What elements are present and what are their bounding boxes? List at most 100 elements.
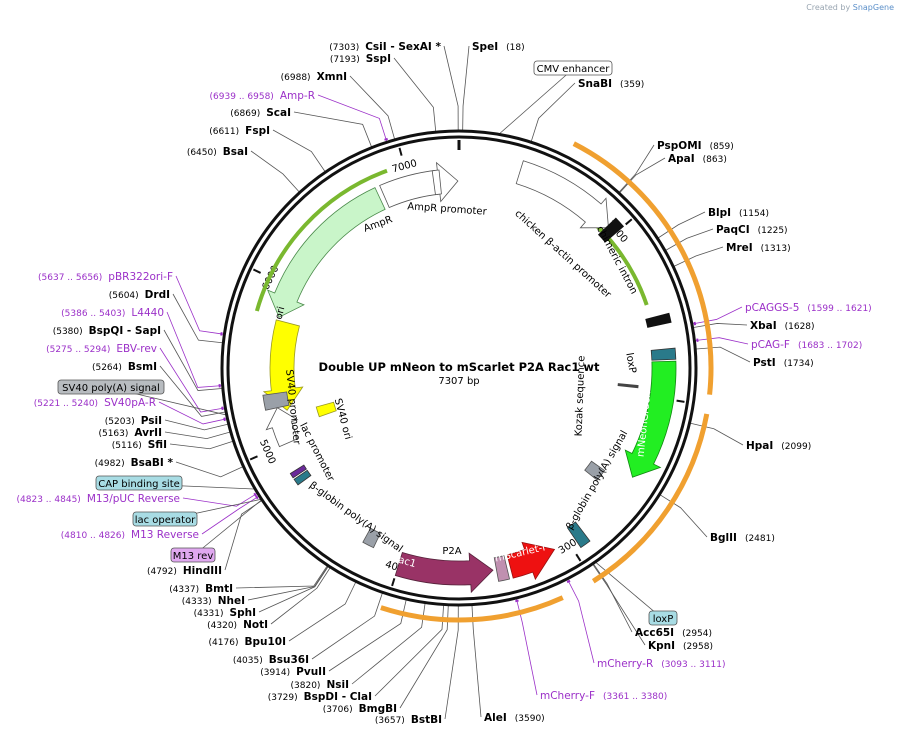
box-lac-operator xyxy=(132,511,198,527)
primer-position-mcherry-r: (3093 .. 3111) xyxy=(661,660,725,670)
enzyme-label-avrii: AvrII xyxy=(134,427,162,439)
enzyme-position-bmti: (4337) xyxy=(169,585,199,595)
p2a-block xyxy=(493,555,511,582)
enzyme-position-snabi: (359) xyxy=(620,80,644,90)
leader-paqci xyxy=(665,228,714,251)
box-label-sv40-poly-a-signal: SV40 poly(A) signal xyxy=(62,383,160,394)
leader-sfii xyxy=(169,440,233,450)
leader-mrei xyxy=(673,246,724,267)
tick-7000 xyxy=(398,147,403,156)
leader-ebv-rev xyxy=(159,347,225,413)
enzyme-label-psti: PstI xyxy=(753,357,776,369)
chimeric-intron-end xyxy=(645,312,672,328)
primer-label-l4440: L4440 xyxy=(131,307,164,319)
box-sv40-poly-a-signal xyxy=(57,379,165,395)
primer-mark-amp-r xyxy=(384,137,388,141)
kozak-mark xyxy=(617,383,639,389)
leader-mcherry-f xyxy=(516,598,538,696)
primer-label-pbr322ori-f: pBR322ori-F xyxy=(108,271,173,283)
feature-label-ampr-promoter-1: AmpR promoter xyxy=(407,201,488,218)
leader-m13-reverse xyxy=(201,495,259,535)
primer-label-amp-r: Amp-R xyxy=(280,90,315,102)
leader-box-cmv-enhancer xyxy=(499,68,574,134)
leader-bspqi-sapi xyxy=(163,329,222,391)
enzyme-position-hpai: (2099) xyxy=(781,442,811,452)
enzyme-label-bmgbi: BmgBI xyxy=(359,703,397,715)
enzyme-position-bspdi-clai: (3729) xyxy=(268,693,298,703)
primer-label-ebv-rev: EBV-rev xyxy=(116,343,157,355)
leader-nsii xyxy=(351,603,426,685)
enzyme-label-hpai: HpaI xyxy=(746,440,773,452)
site-labels: (18)SpeI(359)SnaBI(859)PspOMI(863)ApaI(1… xyxy=(17,41,872,726)
box-label-m13-rev: M13 rev xyxy=(173,551,214,562)
tick-4000 xyxy=(391,578,396,587)
enzyme-position-sfii: (5116) xyxy=(112,441,142,451)
enzyme-position-psii: (5203) xyxy=(105,417,135,427)
enzyme-label-bstbi: BstBI xyxy=(411,714,442,726)
enzyme-position-noti: (4320) xyxy=(207,621,237,631)
enzyme-position-bsai: (6450) xyxy=(187,148,217,158)
primer-label-m13-puc-reverse: M13/pUC Reverse xyxy=(87,493,180,505)
b-globin-polya-2 xyxy=(362,527,381,549)
primer-mark-mcherry-f xyxy=(515,599,519,603)
enzyme-position-bsabi: (4982) xyxy=(95,459,125,469)
leader-bsmi xyxy=(159,365,226,417)
leader-snabi xyxy=(530,82,576,142)
leader-sspi xyxy=(393,57,437,132)
enzyme-label-alei: AleI xyxy=(484,712,507,724)
enzyme-position-xbai: (1628) xyxy=(785,322,815,332)
enzyme-label-xbai: XbaI xyxy=(750,320,777,332)
enzyme-position-csii-sexai: (7303) xyxy=(329,43,359,53)
leader-bsai xyxy=(250,150,300,193)
leader-bmti xyxy=(235,565,328,589)
enzyme-label-bsmi: BsmI xyxy=(128,361,157,373)
enzyme-label-fspi: FspI xyxy=(245,125,270,137)
enzyme-label-blpi: BlpI xyxy=(708,207,731,219)
primer-position-pcag-f: (1683 .. 1702) xyxy=(798,341,862,351)
enzyme-position-bsmi: (5264) xyxy=(92,363,122,373)
enzyme-label-bsai: BsaI xyxy=(223,146,248,158)
feature-label-sv40-ori-14: SV40 ori xyxy=(332,397,354,441)
chimeric-intron-start xyxy=(597,217,625,243)
enzyme-position-nsii: (3820) xyxy=(291,681,321,691)
plasmid-name: Double UP mNeon to mScarlet P2A Rac1 wt xyxy=(319,360,600,374)
feature-label-globin-poly-a-signal-7: β-globin poly(A) signal xyxy=(565,429,631,532)
enzyme-position-xmni: (6988) xyxy=(281,73,311,83)
enzyme-position-acc65i: (2954) xyxy=(682,629,712,639)
primer-mark-m13-puc-reverse xyxy=(253,492,257,497)
leader-xbai xyxy=(693,323,748,328)
primer-position-sv40pa-r: (5221 .. 5240) xyxy=(34,399,98,409)
enzyme-position-fspi: (6611) xyxy=(209,127,239,137)
feature-label-kozak-sequence-5: Kozak sequence xyxy=(574,355,588,436)
plasmid-size: 7307 bp xyxy=(438,376,479,387)
primer-label-pcaggs-5: pCAGGS-5 xyxy=(745,302,799,314)
enzyme-label-bspdi-clai: BspDI - ClaI xyxy=(304,691,372,703)
enzyme-label-kpni: KpnI xyxy=(648,640,675,652)
leader-pbr322ori-f xyxy=(175,275,224,335)
leader-mcherry-r xyxy=(567,579,595,664)
primer-position-l4440: (5386 .. 5403) xyxy=(61,309,125,319)
enzyme-position-bmgbi: (3706) xyxy=(323,705,353,715)
enzyme-label-scai: ScaI xyxy=(266,107,291,119)
enzyme-label-sphi: SphI xyxy=(230,607,256,619)
box-cap-binding-site xyxy=(95,475,183,491)
b-globin-polya-1 xyxy=(584,460,606,481)
leader-alei xyxy=(471,605,482,718)
enzyme-position-apai: (863) xyxy=(703,155,727,165)
leader-scai xyxy=(293,111,372,147)
leader-m13-puc-reverse xyxy=(182,493,258,507)
leader-pspomi xyxy=(618,144,655,193)
box-label-loxp: loxP xyxy=(653,614,674,625)
enzyme-label-bspqi-sapi: BspQI - SapI xyxy=(89,325,161,337)
enzyme-label-xmni: XmnI xyxy=(317,71,347,83)
leader-bsu36i xyxy=(311,593,383,660)
enzyme-label-sfii: SfiI xyxy=(148,439,167,451)
primer-label-mcherry-f: mCherry-F xyxy=(540,690,595,702)
enzyme-position-scai: (6869) xyxy=(230,109,260,119)
box-cmv-enhancer xyxy=(533,60,613,76)
ampr-arrow xyxy=(266,187,386,318)
leader-pvuii xyxy=(328,599,407,672)
enzyme-label-snabi: SnaBI xyxy=(578,78,612,90)
enzyme-position-kpni: (2958) xyxy=(683,642,713,652)
